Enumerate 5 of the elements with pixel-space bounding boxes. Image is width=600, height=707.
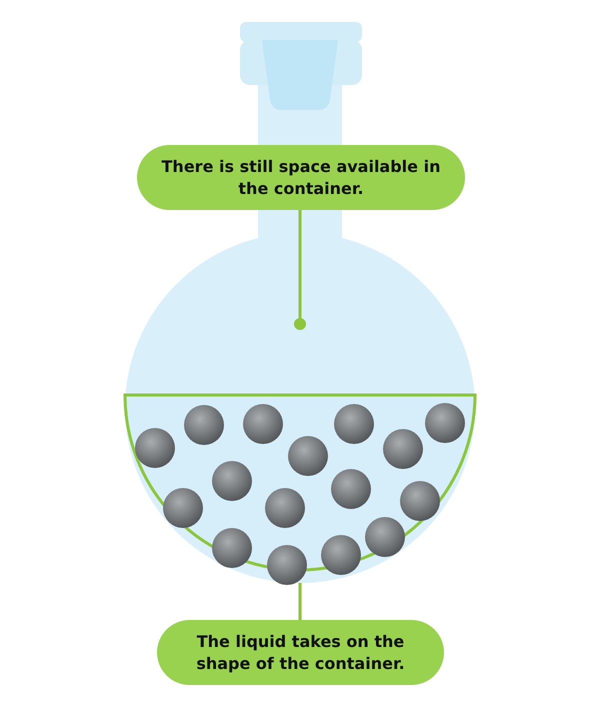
liquid-drawing <box>124 394 476 585</box>
leader-line <box>294 210 306 330</box>
leader-line <box>298 583 302 620</box>
callout-label: The liquid takes on the shape of the container. <box>157 620 444 685</box>
callout-label: There is still space available in the container. <box>137 145 465 210</box>
